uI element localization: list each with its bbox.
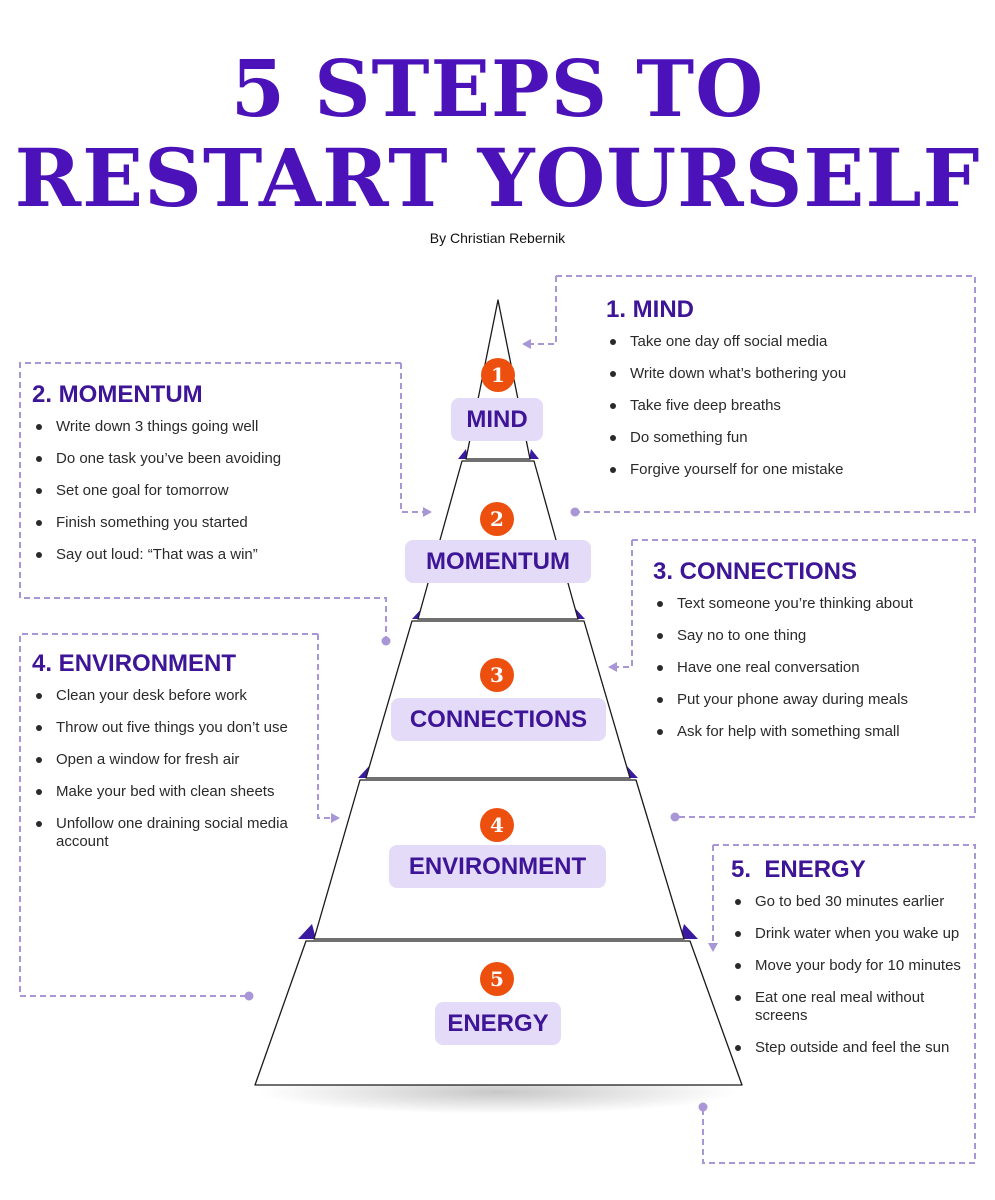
- list-item: Ask for help with something small: [653, 723, 971, 741]
- momentum-connector: [400, 363, 424, 513]
- title-line-1: 5 STEPS TO: [230, 44, 765, 135]
- list-item: Set one goal for tomorrow: [32, 482, 372, 500]
- environment-list: Clean your desk before work Throw out fi…: [32, 687, 302, 851]
- list-item: Step outside and feel the sun: [731, 1039, 961, 1057]
- mind-panel-border: [556, 275, 976, 513]
- byline: By Christian Rebernik: [429, 230, 566, 246]
- step-5-number-badge: 5: [480, 962, 514, 996]
- connections-connector: [616, 540, 633, 668]
- momentum-list: Write down 3 things going well Do one ta…: [32, 418, 372, 564]
- step-4-number-badge: 4: [480, 808, 514, 842]
- list-item: Put your phone away during meals: [653, 691, 971, 709]
- connections-heading: 3. CONNECTIONS: [653, 558, 858, 585]
- list-item: Write down 3 things going well: [32, 418, 372, 436]
- step-4-label: ENVIRONMENT: [389, 845, 606, 888]
- list-item: Open a window for fresh air: [32, 751, 302, 769]
- mind-panel: 1. MIND Take one day off social media Wr…: [606, 295, 966, 493]
- step-1-label: MIND: [451, 398, 543, 441]
- list-item: Do something fun: [606, 429, 966, 447]
- list-item: Say no to one thing: [653, 627, 971, 645]
- list-item: Take one day off social media: [606, 333, 966, 351]
- step-5-label: ENERGY: [435, 1002, 561, 1045]
- connections-panel: 3. CONNECTIONS Text someone you’re think…: [653, 557, 971, 755]
- list-item: Eat one real meal without screens: [731, 989, 961, 1025]
- mind-connector: [531, 276, 557, 345]
- energy-panel: 5. ENERGY Go to bed 30 minutes earlier D…: [731, 855, 961, 1071]
- energy-heading: 5. ENERGY: [731, 856, 866, 883]
- list-item: Do one task you’ve been avoiding: [32, 450, 372, 468]
- list-item: Go to bed 30 minutes earlier: [731, 893, 961, 911]
- step-1-number-badge: 1: [481, 358, 515, 392]
- list-item: Take five deep breaths: [606, 397, 966, 415]
- environment-panel-border: [19, 633, 318, 997]
- list-item: Make your bed with clean sheets: [32, 783, 302, 801]
- list-item: Clean your desk before work: [32, 687, 302, 705]
- step-2-label: MOMENTUM: [405, 540, 591, 583]
- environment-heading: 4. ENVIRONMENT: [32, 650, 237, 677]
- step-2-number-badge: 2: [480, 502, 514, 536]
- list-item: Unfollow one draining social media accou…: [32, 815, 302, 851]
- connector-dots: [244, 507, 708, 1112]
- step-3-label: CONNECTIONS: [391, 698, 606, 741]
- list-item: Have one real conversation: [653, 659, 971, 677]
- momentum-panel-border: [19, 362, 401, 640]
- list-item: Text someone you’re thinking about: [653, 595, 971, 613]
- step-3-number-badge: 3: [480, 658, 514, 692]
- connector-arrows: [331, 339, 718, 952]
- environment-connector: [317, 634, 332, 819]
- energy-list: Go to bed 30 minutes earlier Drink water…: [731, 893, 961, 1057]
- momentum-panel: 2. MOMENTUM Write down 3 things going we…: [32, 380, 372, 578]
- title-line-2: RESTART YOURSELF: [14, 131, 981, 225]
- list-item: Say out loud: “That was a win”: [32, 546, 372, 564]
- energy-panel-border: [702, 844, 976, 1164]
- environment-panel: 4. ENVIRONMENT Clean your desk before wo…: [32, 649, 302, 865]
- list-item: Drink water when you wake up: [731, 925, 961, 943]
- mind-list: Take one day off social media Write down…: [606, 333, 966, 479]
- mind-heading: 1. MIND: [606, 296, 695, 323]
- momentum-heading: 2. MOMENTUM: [32, 381, 203, 408]
- list-item: Finish something you started: [32, 514, 372, 532]
- list-item: Move your body for 10 minutes: [731, 957, 961, 975]
- connections-list: Text someone you’re thinking about Say n…: [653, 595, 971, 741]
- connector-lines: [19, 275, 976, 1164]
- connections-panel-border: [632, 539, 976, 818]
- list-item: Write down what’s bothering you: [606, 365, 966, 383]
- list-item: Throw out five things you don’t use: [32, 719, 302, 737]
- list-item: Forgive yourself for one mistake: [606, 461, 966, 479]
